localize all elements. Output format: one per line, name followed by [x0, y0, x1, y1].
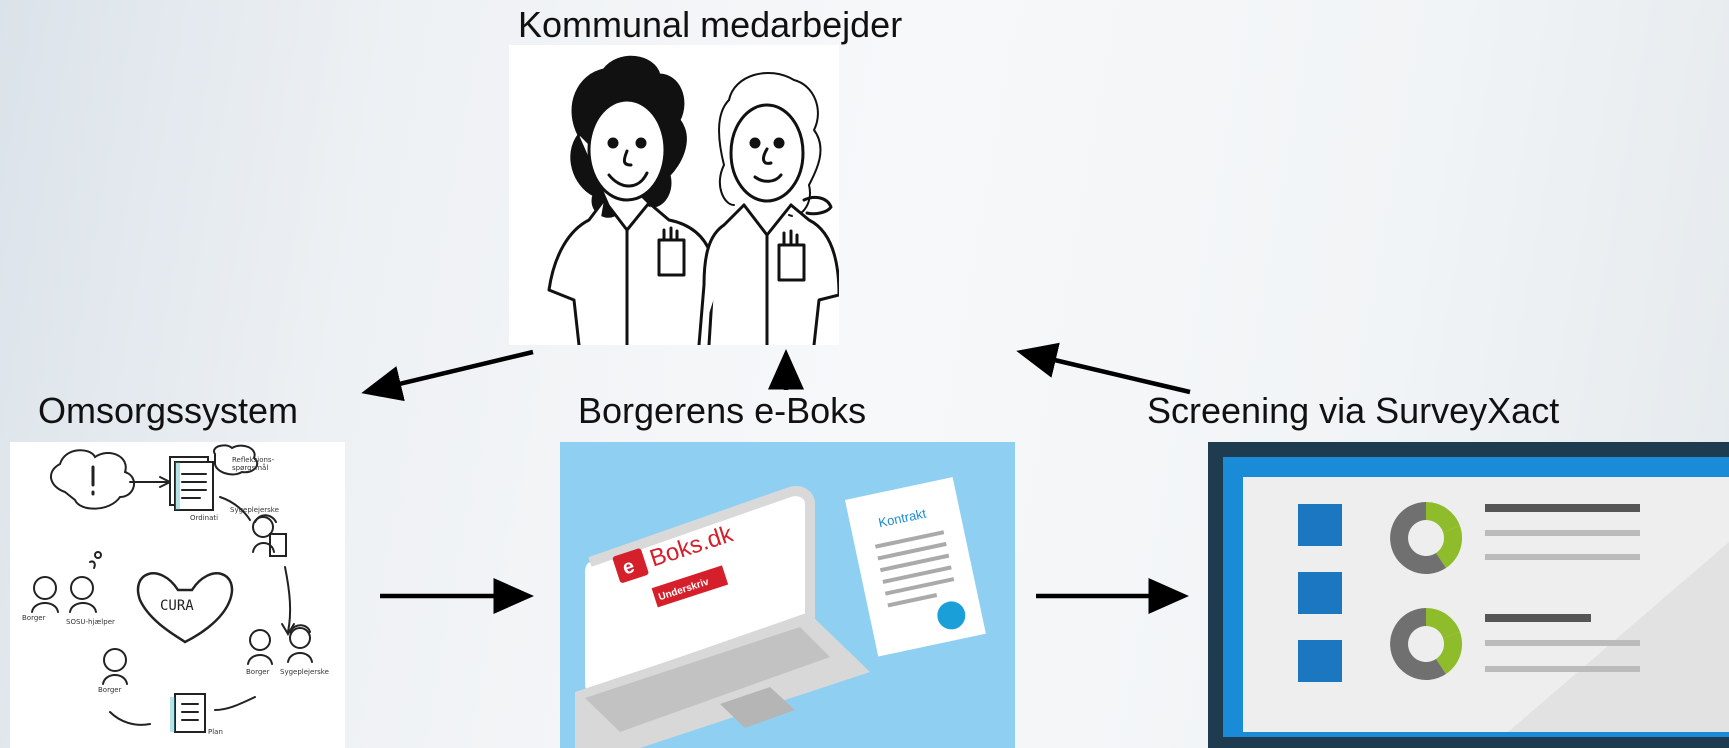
- ordination-text: Ordinati: [190, 514, 218, 522]
- staff-illustration: [509, 45, 839, 345]
- option-square-1: [1298, 504, 1342, 546]
- staff-label: Kommunal medarbejder: [518, 4, 903, 45]
- refleksion-text: Refleksions-: [232, 456, 275, 464]
- option-square-3: [1298, 640, 1342, 682]
- screening-illustration: [1208, 442, 1729, 748]
- sygeplejerske-top-text: Sygeplejerske: [230, 506, 279, 514]
- borger-bottom-text: Borger: [98, 686, 122, 694]
- borger-left-text: Borger: [22, 614, 46, 622]
- screening-label: Screening via SurveyXact: [1147, 390, 1560, 431]
- eboks-label: Borgerens e-Boks: [578, 390, 867, 431]
- donut-chart-1: [1390, 501, 1463, 574]
- borger-mid-text: Borger: [246, 668, 270, 676]
- care-system-label: Omsorgssystem: [38, 390, 299, 431]
- cura-text: CURA: [160, 598, 194, 614]
- spoergsmaal-text: spørgsmål: [232, 463, 268, 472]
- option-square-2: [1298, 572, 1342, 614]
- donut-chart-2: [1390, 607, 1463, 680]
- arrow-screening-to-staff: [1016, 342, 1191, 395]
- eboks-illustration: e Boks.dk Underskriv Kontrakt: [560, 442, 1015, 748]
- care-system-illustration: Refleksions- spørgsmål Ordinati Sygeplej…: [10, 442, 345, 748]
- sygeplejerske-bottom-text: Sygeplejerske: [280, 668, 329, 676]
- arrow-staff-to-care: [361, 349, 534, 402]
- sosu-text: SOSU-hjælper: [66, 618, 115, 626]
- plan-text: Plan: [208, 728, 223, 736]
